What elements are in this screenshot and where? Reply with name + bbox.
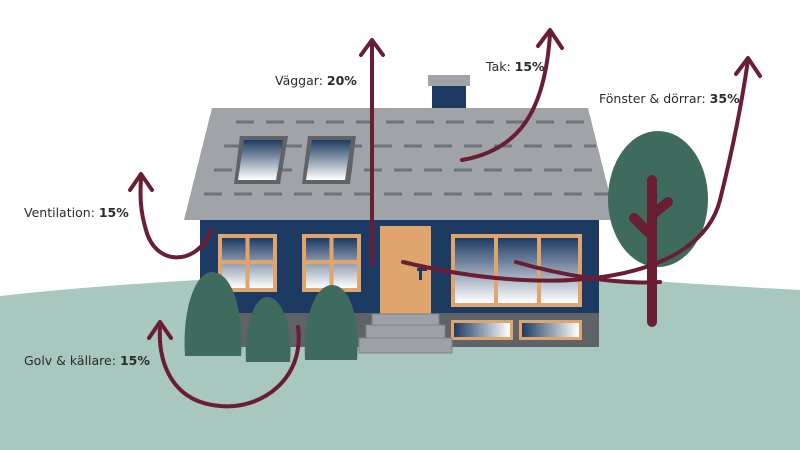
- tree-crown: [608, 131, 708, 267]
- arrow-walls: [359, 38, 385, 267]
- basement-window-left: [451, 320, 513, 340]
- label-floor-basement-value: 15%: [119, 353, 150, 368]
- skylight-left: [234, 136, 288, 184]
- label-floor-basement: Golv & källare: 15%: [24, 353, 150, 368]
- label-ventilation-value: 15%: [98, 205, 129, 220]
- front-steps: [358, 313, 453, 354]
- arrow-ventilation: [128, 172, 214, 260]
- label-roof: Tak: 15%: [486, 59, 545, 74]
- bush-right: [304, 285, 358, 360]
- arrow-roof: [460, 28, 564, 162]
- label-floor-basement-name: Golv & källare:: [24, 353, 120, 368]
- roof: [184, 108, 616, 220]
- label-walls-name: Väggar:: [275, 73, 327, 88]
- window-middle: [302, 234, 361, 292]
- basement-window-right: [519, 320, 582, 340]
- label-windows-doors-name: Fönster & dörrar:: [599, 91, 710, 106]
- bush-middle: [245, 297, 291, 362]
- label-walls: Väggar: 20%: [275, 73, 357, 88]
- label-windows-doors: Fönster & dörrar: 35%: [599, 91, 740, 106]
- window-left: [218, 234, 277, 292]
- label-windows-doors-value: 35%: [709, 91, 740, 106]
- label-walls-value: 20%: [326, 73, 357, 88]
- label-roof-name: Tak:: [486, 59, 515, 74]
- arrow-floor-basement: [147, 320, 301, 409]
- label-ventilation: Ventilation: 15%: [24, 205, 129, 220]
- arrow-windows-doors: [401, 56, 762, 285]
- label-roof-value: 15%: [514, 59, 545, 74]
- chimney: [432, 84, 466, 110]
- window-large: [451, 234, 582, 307]
- bush-left: [184, 272, 242, 356]
- label-ventilation-name: Ventilation:: [24, 205, 99, 220]
- skylight-right: [302, 136, 356, 184]
- chimney-cap: [428, 75, 470, 86]
- front-door: [380, 226, 431, 314]
- tree-trunk: [629, 175, 673, 327]
